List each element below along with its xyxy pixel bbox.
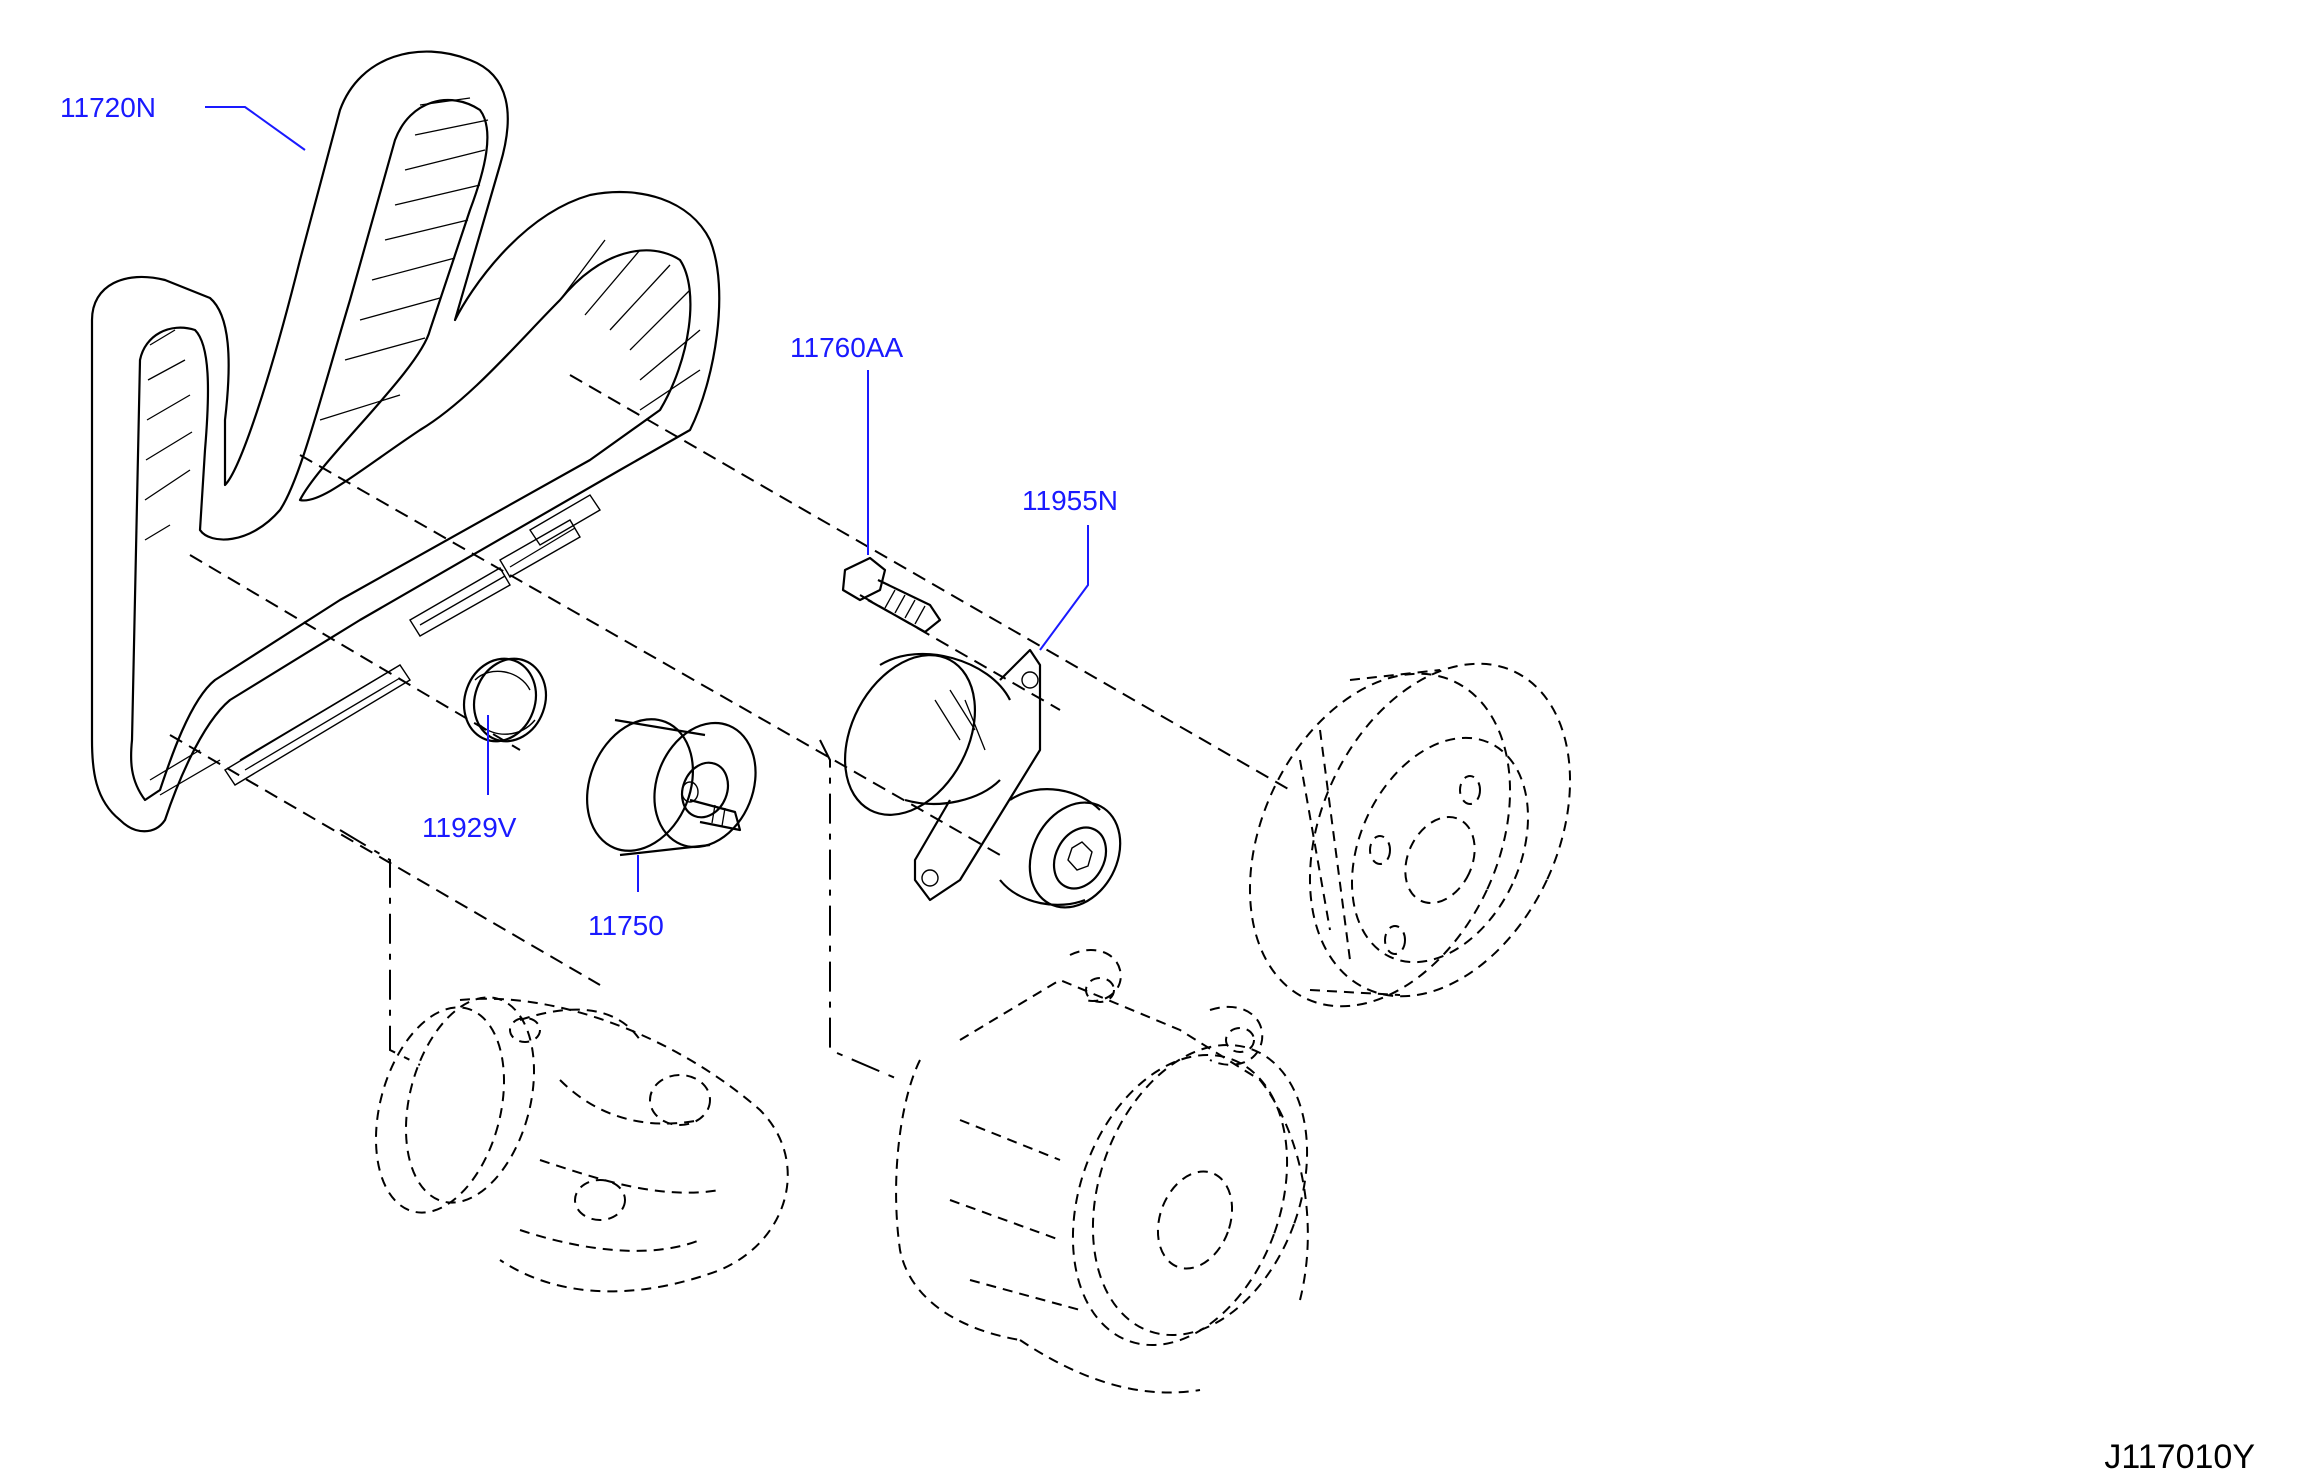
drive-belt — [90, 50, 721, 833]
label-bolt: 11760AA — [790, 332, 903, 363]
label-belt: 11720N — [60, 92, 156, 123]
label-cap: 11929V — [422, 812, 517, 843]
tensioner — [843, 648, 1122, 909]
alternator — [895, 949, 1309, 1394]
label-idler: 11750 — [588, 910, 664, 941]
idler-cap — [463, 657, 547, 743]
label-tensioner: 11955N — [1022, 485, 1118, 516]
leader-lines — [205, 106, 1089, 892]
ac-compressor — [374, 996, 789, 1293]
idler-pulley — [586, 718, 757, 857]
diagram-code: J117010Y — [2104, 1438, 2255, 1476]
crank-pulley — [1248, 662, 1572, 1008]
routing-lines — [169, 374, 1291, 1081]
bolt — [841, 556, 942, 634]
